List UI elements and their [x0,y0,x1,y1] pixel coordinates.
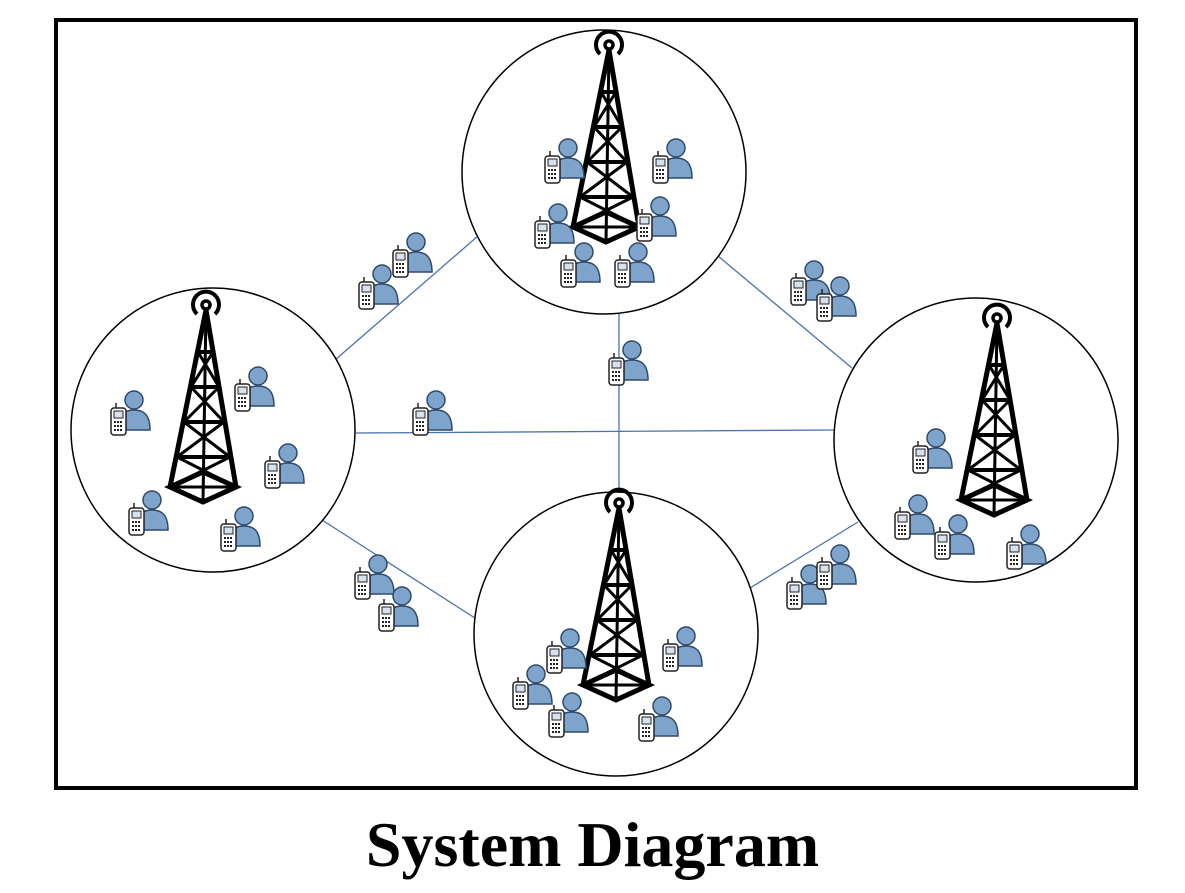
cell-bottom [473,490,759,777]
system-diagram [54,18,1138,790]
links [321,235,859,621]
diagram-caption: System Diagram [365,809,820,880]
cell-boundary [833,297,1119,583]
link-top-right [717,255,853,369]
cell-boundary [461,29,747,315]
link-bottom-right [749,521,859,589]
cell-left [70,287,356,573]
cell-top [461,29,747,315]
link-left-right [355,429,837,434]
cell-right [833,297,1119,583]
link-left-bottom [321,519,479,621]
link-left-top [334,235,479,361]
